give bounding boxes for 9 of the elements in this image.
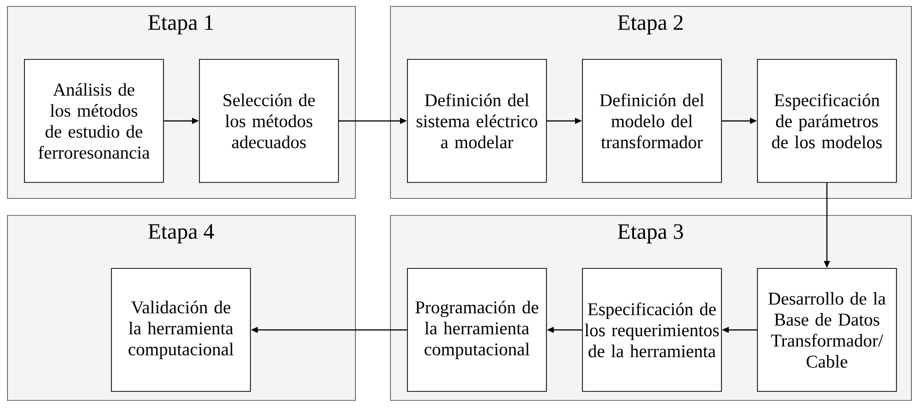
process-box: Análisis de los métodos de estudio de ferroresonancia <box>24 59 164 183</box>
process-box: Validación de la herramienta computacional <box>111 268 251 392</box>
process-box: Definición del modelo del transformador <box>582 59 722 183</box>
process-box: Programación de la herramienta computacional <box>407 268 547 392</box>
process-box: Selección de los métodos adecuados <box>199 59 339 183</box>
process-box: Desarrollo de la Base de Datos Transformador/ Cable <box>757 268 897 392</box>
process-box: Especificación de los requerimientos de la herramienta <box>582 268 722 392</box>
process-box: Especificación de parámetros de los modelos <box>757 59 897 183</box>
process-box: Definición del sistema eléctrico a modelar <box>407 59 547 183</box>
